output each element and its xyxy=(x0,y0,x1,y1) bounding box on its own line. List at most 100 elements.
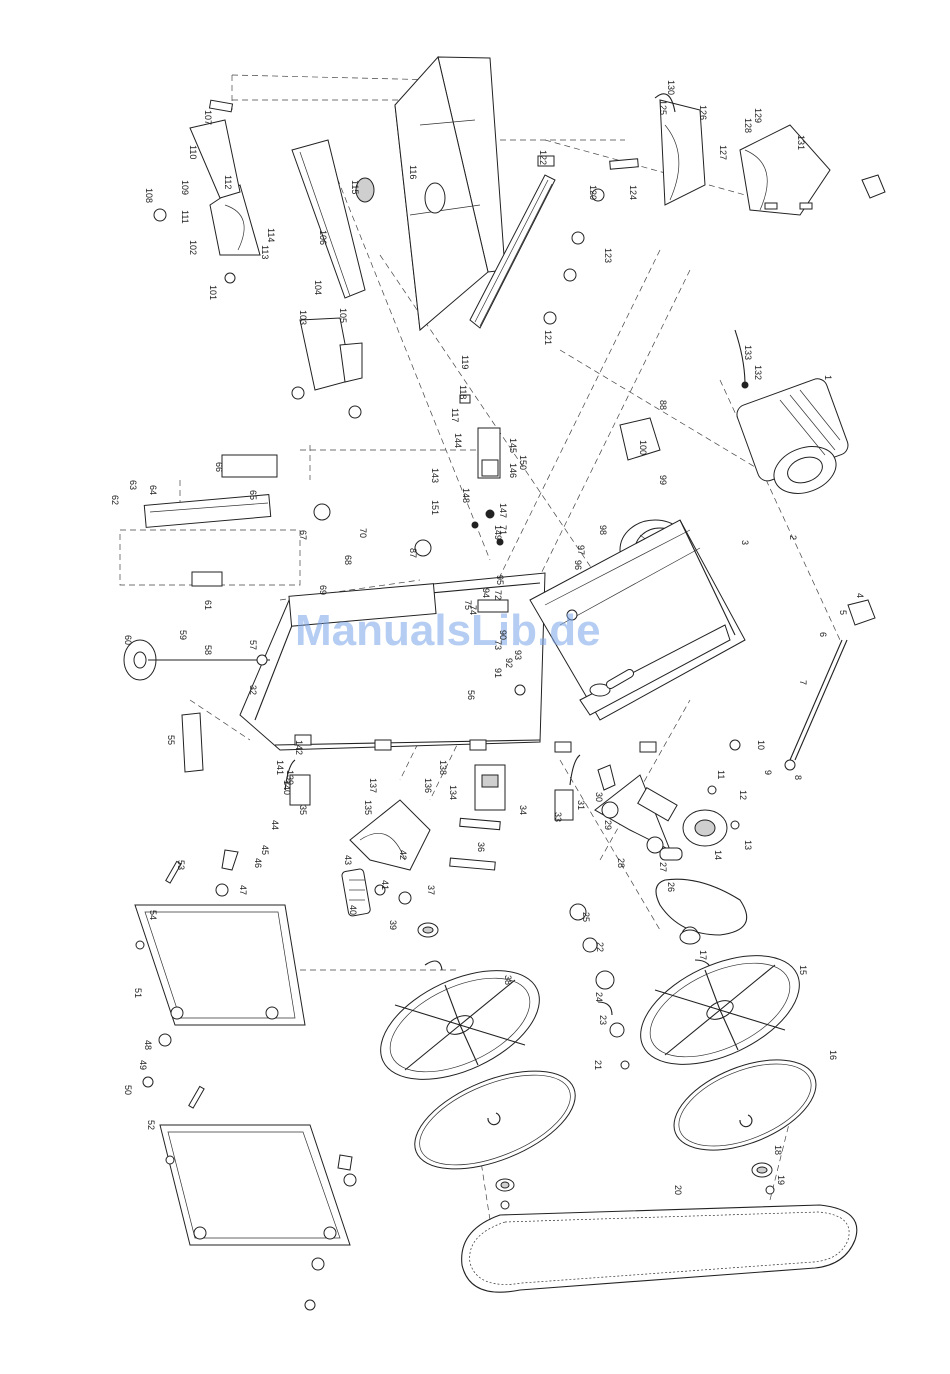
part-number-27: 27 xyxy=(658,862,668,872)
part-number-115: 115 xyxy=(350,180,360,194)
saw-blade xyxy=(461,1204,858,1293)
part-number-136: 136 xyxy=(423,778,433,793)
wheel-bearings xyxy=(417,922,775,1210)
part-number-108: 108 xyxy=(144,188,154,203)
part-number-73: 73 xyxy=(493,640,503,650)
part-number-94: 94 xyxy=(481,588,491,598)
part-number-58: 58 xyxy=(203,645,213,655)
knobs-top xyxy=(153,155,605,419)
part-number-29: 29 xyxy=(603,820,613,830)
motor-bracket xyxy=(594,774,678,854)
door-knobs xyxy=(142,849,357,1311)
part-number-137: 137 xyxy=(368,778,378,793)
part-number-7: 7 xyxy=(798,680,808,685)
table-insert xyxy=(355,177,375,203)
part-number-4: 4 xyxy=(855,593,865,598)
part-number-38: 38 xyxy=(503,975,513,985)
part-number-132: 132 xyxy=(753,365,763,380)
part-number-129: 129 xyxy=(753,108,763,123)
part-number-99: 99 xyxy=(658,475,668,485)
lower-door xyxy=(159,1124,351,1246)
part-number-57: 57 xyxy=(248,640,258,650)
part-number-51: 51 xyxy=(133,988,143,998)
part-number-43: 43 xyxy=(343,855,353,865)
part-number-46: 46 xyxy=(253,858,263,868)
part-number-64: 64 xyxy=(148,485,158,495)
part-number-143: 143 xyxy=(430,468,440,483)
part-number-112: 112 xyxy=(223,175,233,189)
upper-door xyxy=(134,904,306,1026)
part-number-10: 10 xyxy=(756,740,766,750)
part-number-126: 126 xyxy=(698,105,708,120)
part-number-5: 5 xyxy=(838,610,848,615)
part-number-9: 9 xyxy=(763,770,773,775)
part-number-131: 131 xyxy=(796,135,806,150)
part-number-44: 44 xyxy=(270,820,280,830)
part-number-12: 12 xyxy=(738,790,748,800)
part-number-88: 88 xyxy=(658,400,668,410)
part-number-52: 52 xyxy=(146,1120,156,1130)
part-number-110: 110 xyxy=(188,145,198,159)
part-number-140: 140 xyxy=(282,780,292,795)
part-number-50: 50 xyxy=(123,1085,133,1095)
part-number-67: 67 xyxy=(298,530,308,540)
miter-gauge xyxy=(189,99,261,256)
part-number-122: 122 xyxy=(538,150,548,165)
part-number-75: 75 xyxy=(463,600,473,610)
part-number-8: 8 xyxy=(793,775,803,780)
part-number-28: 28 xyxy=(616,858,626,868)
part-number-148: 148 xyxy=(461,488,471,503)
tension-handwheel xyxy=(123,639,270,681)
part-number-22: 22 xyxy=(595,942,605,952)
part-number-117: 117 xyxy=(450,408,460,422)
lower-wheel xyxy=(640,955,800,1065)
part-number-11: 11 xyxy=(716,770,726,779)
part-number-127: 127 xyxy=(718,145,728,160)
part-number-111: 111 xyxy=(180,210,190,224)
part-number-56: 56 xyxy=(466,690,476,700)
part-number-150: 150 xyxy=(518,455,528,470)
part-number-61: 61 xyxy=(203,600,213,610)
guard-cover-small xyxy=(181,712,204,773)
part-number-138: 138 xyxy=(438,760,448,775)
part-number-100: 100 xyxy=(638,440,648,455)
part-number-37: 37 xyxy=(426,885,436,895)
part-number-63: 63 xyxy=(128,480,138,490)
part-number-101: 101 xyxy=(208,285,218,300)
part-number-96: 96 xyxy=(573,560,583,570)
fence-bar xyxy=(291,139,366,299)
main-frame xyxy=(239,519,746,751)
part-number-39: 39 xyxy=(388,920,398,930)
part-number-69: 69 xyxy=(318,585,328,595)
part-number-123: 123 xyxy=(603,248,613,263)
part-number-53: 53 xyxy=(176,860,186,870)
part-number-26: 26 xyxy=(666,882,676,892)
wheel-tires xyxy=(414,1059,817,1170)
lead-screw xyxy=(707,599,876,830)
part-number-149: 149 xyxy=(493,525,503,540)
part-number-151: 151 xyxy=(430,500,440,515)
part-number-125: 125 xyxy=(658,100,668,115)
part-number-105: 105 xyxy=(338,308,348,323)
part-number-14: 14 xyxy=(713,850,723,860)
part-number-91: 91 xyxy=(493,668,503,678)
part-number-66: 66 xyxy=(214,462,224,472)
part-number-60: 60 xyxy=(123,635,133,645)
part-number-labels: 1234567891011121314151617181920212223242… xyxy=(110,80,865,1195)
drive-belt xyxy=(655,878,748,936)
tension-bracket xyxy=(341,799,431,917)
part-number-72: 72 xyxy=(493,590,503,600)
part-number-48: 48 xyxy=(143,1040,153,1050)
part-number-59: 59 xyxy=(178,630,188,640)
trunnion-assembly xyxy=(609,93,886,216)
frame-feet xyxy=(294,734,657,753)
part-number-70: 70 xyxy=(358,528,368,538)
part-number-17: 17 xyxy=(698,950,708,960)
part-number-6: 6 xyxy=(818,632,828,637)
fence-bracket xyxy=(299,317,363,391)
part-number-16: 16 xyxy=(828,1050,838,1060)
part-number-134: 134 xyxy=(448,785,458,800)
part-number-121: 121 xyxy=(543,330,553,345)
